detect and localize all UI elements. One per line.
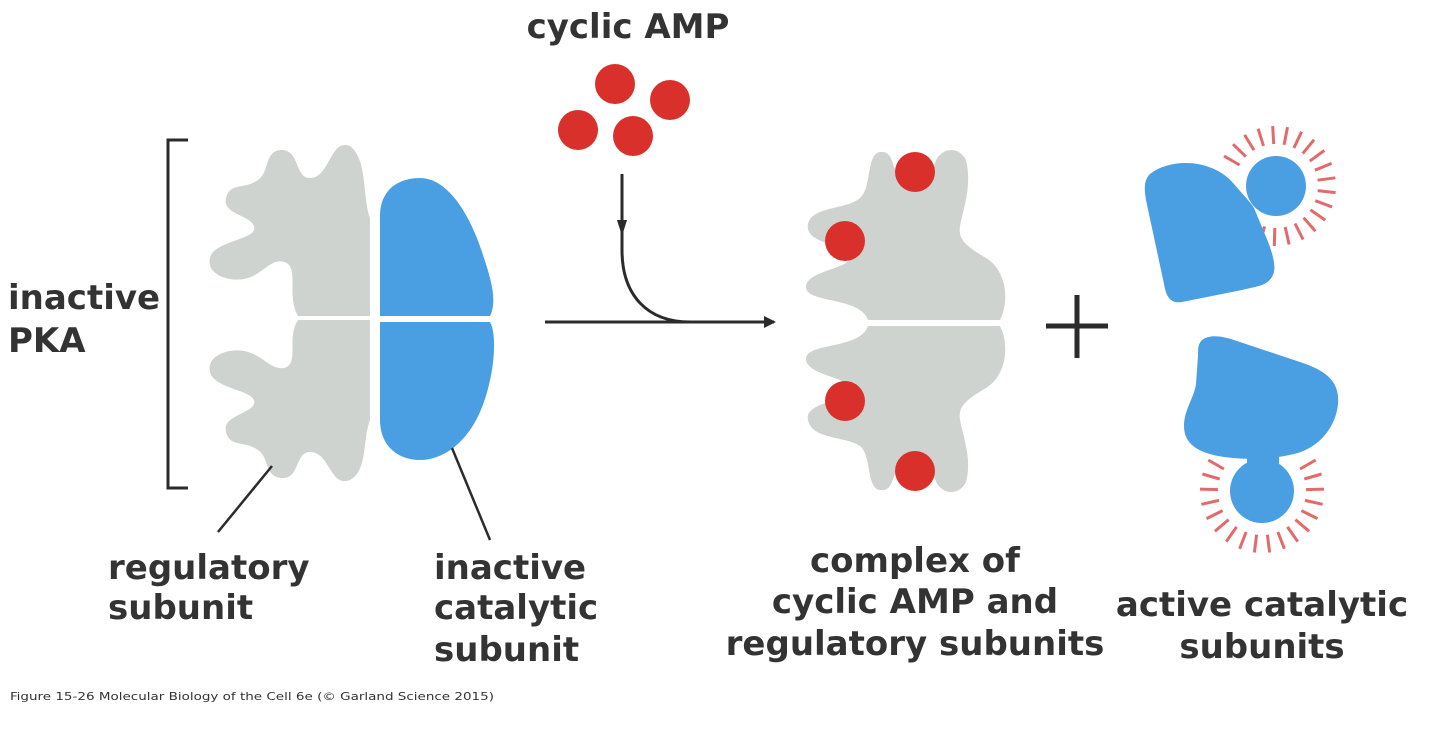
inactive-catalytic-label-line3: subunit [434, 630, 579, 670]
bound-camp [825, 381, 865, 421]
activity-ray [1294, 518, 1311, 533]
activity-ray [1256, 128, 1265, 147]
inactive-catalytic-upper [380, 178, 494, 316]
activity-ray [1276, 531, 1286, 550]
regulatory-subunit-lower [209, 320, 370, 482]
complex-label-line3: regulatory subunits [726, 624, 1105, 664]
activity-ray [1271, 126, 1276, 145]
camp-cluster [558, 64, 690, 156]
activity-ray [1283, 226, 1291, 245]
activity-ray [1303, 472, 1323, 481]
activity-ray [1199, 487, 1219, 492]
regulatory-subunit-label-line2: subunit [108, 588, 253, 628]
activity-ray [1317, 189, 1336, 195]
activity-ray [1243, 134, 1256, 151]
activity-ray [1299, 458, 1317, 471]
bound-camp [895, 152, 935, 192]
activity-ray [1314, 162, 1333, 172]
active-catalytic-label-line2: subunits [1179, 627, 1344, 667]
active-catalytic-upper [1144, 163, 1275, 303]
activity-ray [1201, 472, 1221, 481]
activity-ray [1272, 227, 1277, 247]
activity-ray [1300, 509, 1319, 520]
activity-ray [1309, 208, 1327, 222]
regulatory-leader-line [217, 465, 273, 533]
camp-molecule [650, 80, 690, 120]
inactive-pka-bracket [166, 138, 188, 490]
bound-camp [825, 221, 865, 261]
activity-ray [1205, 509, 1224, 520]
complex-regulatory-upper [805, 149, 1006, 320]
camp-regulatory-complex [805, 149, 1006, 493]
camp-molecule [613, 116, 653, 156]
camp-input-curve [620, 174, 691, 324]
figure-caption: Figure 15-26 Molecular Biology of the Ce… [10, 691, 494, 703]
activity-ray [1304, 498, 1323, 506]
activity-ray [1282, 126, 1289, 146]
complex-label-line1: complex of [810, 541, 1021, 581]
activity-ray [1286, 526, 1300, 543]
active-site-upper [1246, 156, 1306, 216]
regulatory-subunit-upper [209, 144, 370, 316]
active-catalytic-label-line1: active catalytic [1116, 585, 1408, 625]
camp-molecule [558, 110, 598, 150]
activity-ray [1308, 149, 1326, 163]
inactive-catalytic-label-line2: catalytic [434, 588, 598, 628]
activity-ray [1301, 138, 1316, 155]
active-catalytic-lower [1184, 336, 1339, 459]
complex-label-line2: cyclic AMP and [772, 582, 1058, 622]
activity-ray [1231, 143, 1247, 158]
complex-regulatory-lower [805, 326, 1006, 493]
regulatory-subunit-label-line1: regulatory [108, 548, 310, 588]
activity-rays-lower [1199, 458, 1325, 553]
camp-input-arrowhead [617, 220, 627, 236]
active-site-lower [1230, 459, 1294, 523]
catalytic-leader-line [450, 447, 492, 541]
activity-ray [1238, 531, 1248, 550]
activity-ray [1293, 222, 1305, 241]
inactive-catalytic-lower [380, 322, 495, 460]
camp-molecule [595, 64, 635, 104]
activity-ray [1317, 176, 1336, 182]
activity-ray [1213, 518, 1230, 533]
regulatory-subunit-pair [209, 144, 370, 482]
activity-ray [1314, 199, 1333, 209]
plus-sign [1046, 295, 1108, 358]
active-catalytic-subunits [1144, 126, 1339, 553]
activity-ray [1292, 131, 1303, 149]
bound-camp [895, 451, 935, 491]
inactive-catalytic-subunits [380, 178, 495, 460]
inactive-pka-label-line2: PKA [8, 321, 86, 361]
activity-ray [1305, 487, 1325, 492]
activity-ray [1265, 534, 1272, 553]
activity-ray [1252, 534, 1259, 553]
inactive-pka-label-line1: inactive [8, 278, 160, 318]
activity-ray [1207, 458, 1225, 471]
activity-ray [1302, 216, 1317, 233]
activity-ray [1223, 154, 1241, 167]
activity-ray [1224, 526, 1238, 543]
activity-ray [1201, 498, 1220, 506]
inactive-catalytic-label-line1: inactive [434, 548, 586, 588]
cyclic-amp-label: cyclic AMP [527, 7, 730, 47]
